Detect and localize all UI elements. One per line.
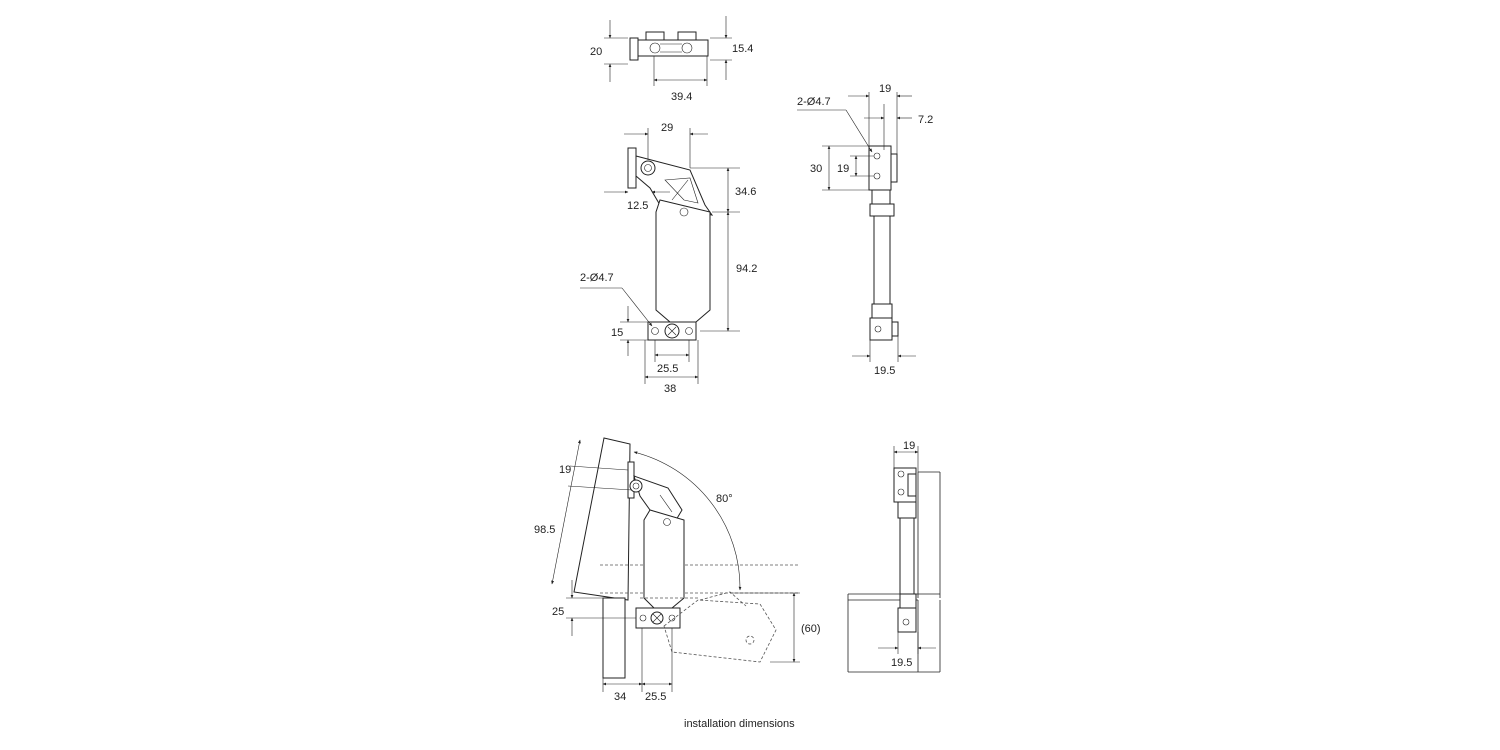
front-dim-offset-label: 12.5 xyxy=(627,200,648,212)
front-dim-top-width-label: 29 xyxy=(661,122,673,134)
side-dim-offset: 7.2 xyxy=(864,104,933,150)
side-dim-outer-height: 30 xyxy=(810,145,869,191)
install-front-view: 19 80° 98.5 25 (60) 34 xyxy=(534,437,821,703)
front-view-part xyxy=(627,147,714,341)
side-dim-width-bottom-label: 19.5 xyxy=(874,365,895,377)
install-dim-bottom-label: 25 xyxy=(552,606,564,618)
front-dim-hole-height-label: 15 xyxy=(611,327,623,339)
install-dim-angle: 80° xyxy=(633,451,742,591)
front-dim-length: 94.2 xyxy=(700,211,757,332)
side-dim-width-top: 19 xyxy=(848,83,912,154)
side-dim-width-bottom: 19.5 xyxy=(852,336,916,377)
install-dim-panel-label: 34 xyxy=(614,691,626,703)
install-cabinet xyxy=(573,437,800,679)
install-dim-height-label: 98.5 xyxy=(534,524,555,536)
install-side-dim-top: 19 xyxy=(893,440,919,472)
install-side-dim-top-label: 19 xyxy=(903,440,915,452)
install-dim-spacing-label: 25.5 xyxy=(645,691,666,703)
side-dim-offset-label: 7.2 xyxy=(918,114,933,126)
install-dim-drop: (60) xyxy=(730,592,821,663)
side-dim-inner-height: 19 xyxy=(837,155,874,177)
front-dim-length-label: 94.2 xyxy=(736,263,757,275)
top-dim-depth: 15.4 xyxy=(710,16,753,80)
top-dim-width-label: 39.4 xyxy=(671,91,692,103)
side-dim-width-top-label: 19 xyxy=(879,83,891,95)
top-dim-height: 20 xyxy=(590,20,628,82)
install-dim-spacing: 25.5 xyxy=(641,628,673,703)
side-view-part xyxy=(868,145,899,341)
top-dim-width: 39.4 xyxy=(653,78,708,103)
front-dim-top-width: 29 xyxy=(624,122,708,168)
front-dim-base-width: 38 xyxy=(644,340,699,395)
install-side-dim-bottom: 19.5 xyxy=(878,632,936,669)
front-view: 29 34.6 12.5 94.2 2-Ø4.7 15 xyxy=(580,122,757,395)
side-dim-inner-height-label: 19 xyxy=(837,163,849,175)
install-stay-open-ghost xyxy=(640,591,777,663)
front-dim-arm-height: 34.6 xyxy=(690,167,756,213)
side-view: 19 7.2 2-Ø4.7 30 19 xyxy=(797,83,933,377)
top-view: 20 15.4 39.4 xyxy=(590,16,753,103)
side-dim-outer-height-label: 30 xyxy=(810,163,822,175)
front-dim-hole-height: 15 xyxy=(611,306,648,356)
front-dim-hole-spacing-label: 25.5 xyxy=(657,363,678,375)
install-dim-top-label: 19 xyxy=(559,464,571,476)
top-dim-height-label: 20 xyxy=(590,46,602,58)
front-dim-base-width-label: 38 xyxy=(664,383,676,395)
install-side-dim-bottom-label: 19.5 xyxy=(891,657,912,669)
front-hole-label: 2-Ø4.7 xyxy=(580,272,614,284)
install-dim-panel: 34 xyxy=(602,628,643,703)
install-stay xyxy=(627,461,685,629)
install-dim-bottom: 25 xyxy=(552,580,636,636)
install-dim-drop-label: (60) xyxy=(801,623,821,635)
front-hole-callout: 2-Ø4.7 xyxy=(580,272,653,327)
side-hole-callout: 2-Ø4.7 xyxy=(797,96,873,153)
install-side-stay xyxy=(893,467,917,633)
front-dim-hole-spacing: 25.5 xyxy=(654,340,690,375)
top-dim-depth-label: 15.4 xyxy=(732,43,753,55)
install-side-view: 19 19.5 xyxy=(847,440,941,673)
install-dim-height: 98.5 xyxy=(534,439,581,585)
front-dim-offset: 12.5 xyxy=(604,190,670,212)
install-dim-angle-label: 80° xyxy=(716,493,733,505)
front-dim-arm-height-label: 34.6 xyxy=(735,186,756,198)
top-view-part xyxy=(629,31,709,86)
caption: installation dimensions xyxy=(684,718,795,730)
side-hole-label: 2-Ø4.7 xyxy=(797,96,831,108)
